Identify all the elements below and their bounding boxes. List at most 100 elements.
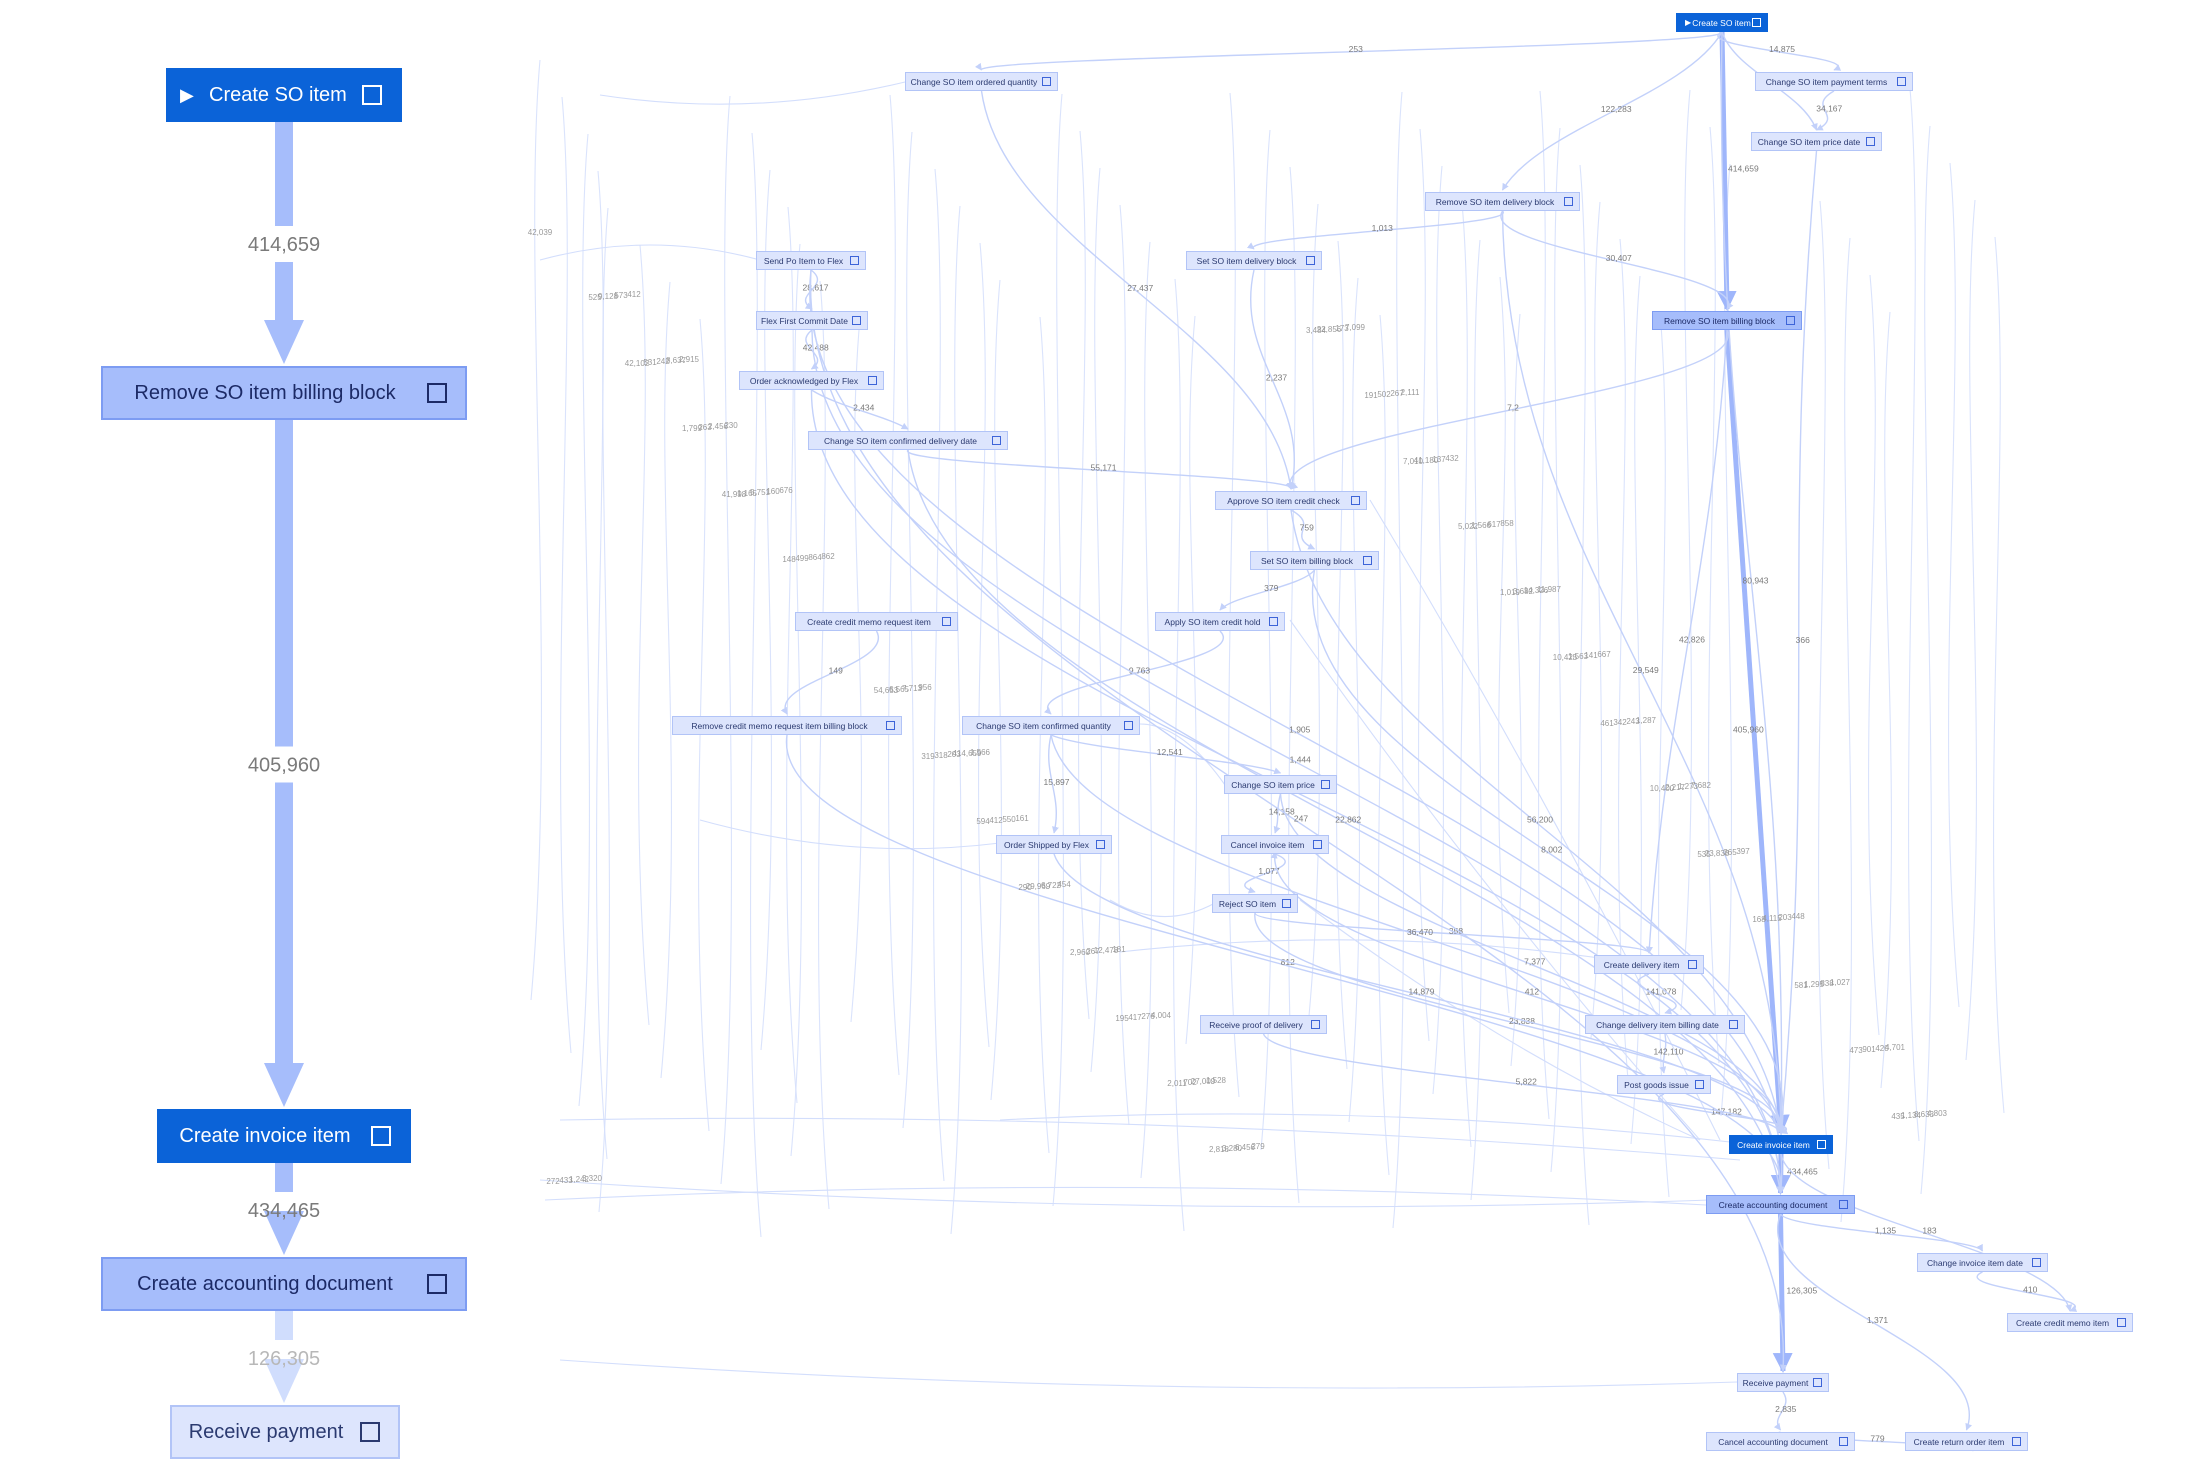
process-node-conf-date[interactable]: Change SO item confirmed delivery date xyxy=(808,431,1008,450)
process-edge: 1,135 xyxy=(1779,1213,1984,1252)
process-node-label: Remove SO item delivery block xyxy=(1435,196,1555,207)
select-checkbox-icon[interactable] xyxy=(1282,899,1291,908)
select-checkbox-icon[interactable] xyxy=(1311,1020,1320,1029)
process-edge: 1,905 xyxy=(809,269,1785,1194)
process-edge-count: 2,434 xyxy=(853,403,875,413)
select-checkbox-icon[interactable] xyxy=(1042,77,1051,86)
process-edge-count: 183 xyxy=(1922,1226,1936,1236)
process-node-credit-hold[interactable]: Apply SO item credit hold xyxy=(1155,612,1285,631)
process-node-create-delivery[interactable]: Create delivery item xyxy=(1594,955,1704,974)
select-checkbox-icon[interactable] xyxy=(852,316,861,325)
process-edge-count: 366 xyxy=(1796,635,1810,645)
left-flow-node-receive-payment[interactable]: Receive payment xyxy=(170,1405,400,1459)
process-node-return-order[interactable]: Create return order item xyxy=(1905,1432,2028,1451)
process-node-remove-memo[interactable]: Remove credit memo request item billing … xyxy=(672,716,902,735)
select-checkbox-icon[interactable] xyxy=(1786,316,1795,325)
process-node-cancel-invoice[interactable]: Cancel invoice item xyxy=(1221,835,1329,854)
select-checkbox-icon[interactable] xyxy=(1839,1200,1848,1209)
process-node-reject[interactable]: Reject SO item xyxy=(1212,894,1298,913)
edge-count-label: 5,751 xyxy=(750,488,771,497)
edge-count-label: 191 xyxy=(1364,391,1378,400)
process-node-receive-payment[interactable]: Receive payment xyxy=(1737,1373,1829,1392)
process-edge: 14,875 xyxy=(1717,31,1842,71)
process-node-change-price[interactable]: Change SO item price xyxy=(1224,775,1337,794)
process-node-credit-memo[interactable]: Create credit memo item xyxy=(2007,1313,2133,1332)
select-checkbox-icon[interactable] xyxy=(1564,197,1573,206)
select-checkbox-icon[interactable] xyxy=(362,85,382,105)
process-node-create-invoice[interactable]: Create invoice item xyxy=(1729,1135,1833,1154)
process-node-create-accounting[interactable]: Create accounting document xyxy=(1706,1195,1855,1214)
left-flow-node-create-accounting[interactable]: Create accounting document xyxy=(101,1257,467,1311)
process-node-create-so[interactable]: ▶Create SO item xyxy=(1676,13,1768,32)
select-checkbox-icon[interactable] xyxy=(1321,780,1330,789)
process-node-change-invoice-date[interactable]: Change invoice item date xyxy=(1917,1253,2048,1272)
process-node-cancel-accounting[interactable]: Cancel accounting document xyxy=(1706,1432,1855,1451)
select-checkbox-icon[interactable] xyxy=(1839,1437,1848,1446)
edge-count-label: 417 xyxy=(1128,1013,1142,1022)
select-checkbox-icon[interactable] xyxy=(1096,840,1105,849)
select-checkbox-icon[interactable] xyxy=(2012,1437,2021,1446)
left-flow-node-remove-billing[interactable]: Remove SO item billing block xyxy=(101,366,467,420)
edge-count-label: 1,242 xyxy=(569,1175,590,1184)
process-node-price-date[interactable]: Change SO item price date xyxy=(1751,132,1882,151)
process-node-remove-delivery[interactable]: Remove SO item delivery block xyxy=(1425,192,1580,211)
process-edge-count: 1,013 xyxy=(1372,223,1394,233)
select-checkbox-icon[interactable] xyxy=(1729,1020,1738,1029)
process-node-remove-billing[interactable]: Remove SO item billing block xyxy=(1652,311,1802,330)
select-checkbox-icon[interactable] xyxy=(427,1274,447,1294)
process-node-conf-qty[interactable]: Change SO item confirmed quantity xyxy=(962,716,1140,735)
select-checkbox-icon[interactable] xyxy=(360,1422,380,1442)
left-flow-node-create-so[interactable]: ▶Create SO item xyxy=(166,68,402,122)
process-node-pay-terms[interactable]: Change SO item payment terms xyxy=(1755,72,1913,91)
process-node-label: Cancel invoice item xyxy=(1230,839,1305,850)
select-checkbox-icon[interactable] xyxy=(371,1126,391,1146)
edge-count-label: 7,682 xyxy=(1691,781,1712,790)
select-checkbox-icon[interactable] xyxy=(1813,1378,1822,1387)
select-checkbox-icon[interactable] xyxy=(886,721,895,730)
select-checkbox-icon[interactable] xyxy=(1269,617,1278,626)
edge-count-label: 6,565 xyxy=(889,685,910,694)
process-node-set-delivery[interactable]: Set SO item delivery block xyxy=(1186,251,1322,270)
process-node-post-goods[interactable]: Post goods issue xyxy=(1617,1075,1711,1094)
process-node-shipped[interactable]: Order Shipped by Flex xyxy=(996,835,1112,854)
process-node-set-billing[interactable]: Set SO item billing block xyxy=(1250,551,1379,570)
process-node-send-po[interactable]: Send Po Item to Flex xyxy=(756,251,866,270)
select-checkbox-icon[interactable] xyxy=(1124,721,1133,730)
left-flow-edge: 126,305 xyxy=(248,1311,320,1403)
select-checkbox-icon[interactable] xyxy=(850,256,859,265)
select-checkbox-icon[interactable] xyxy=(992,436,1001,445)
select-checkbox-icon[interactable] xyxy=(427,383,447,403)
select-checkbox-icon[interactable] xyxy=(1695,1080,1704,1089)
process-node-proof[interactable]: Receive proof of delivery xyxy=(1200,1015,1327,1034)
edge-count-label: 838 xyxy=(1820,979,1834,988)
edge-count-label: 230 xyxy=(724,421,738,430)
select-checkbox-icon[interactable] xyxy=(1313,840,1322,849)
process-node-change-billing-date[interactable]: Change delivery item billing date xyxy=(1585,1015,1745,1034)
select-checkbox-icon[interactable] xyxy=(1688,960,1697,969)
select-checkbox-icon[interactable] xyxy=(1351,496,1360,505)
process-node-change-qty[interactable]: Change SO item ordered quantity xyxy=(905,72,1058,91)
select-checkbox-icon[interactable] xyxy=(1897,77,1906,86)
select-checkbox-icon[interactable] xyxy=(1752,18,1761,27)
edge-count-label: 161 xyxy=(1015,814,1029,823)
process-edge-count: 42,826 xyxy=(1679,635,1705,645)
edge-count-label: 42,039 xyxy=(528,228,553,237)
process-node-order-ack[interactable]: Order acknowledged by Flex xyxy=(739,371,884,390)
process-node-approve-credit[interactable]: Approve SO item credit check xyxy=(1215,491,1367,510)
select-checkbox-icon[interactable] xyxy=(1866,137,1875,146)
select-checkbox-icon[interactable] xyxy=(2117,1318,2126,1327)
process-edge-count: 147,182 xyxy=(1711,1107,1742,1117)
process-edge: 410 xyxy=(1976,1271,2078,1312)
select-checkbox-icon[interactable] xyxy=(1306,256,1315,265)
process-node-credit-memo-req[interactable]: Create credit memo request item xyxy=(795,612,958,631)
select-checkbox-icon[interactable] xyxy=(2032,1258,2041,1267)
select-checkbox-icon[interactable] xyxy=(1817,1140,1826,1149)
process-node-label: Change invoice item date xyxy=(1927,1257,2023,1268)
edge-count-label: 319 xyxy=(921,752,935,761)
edge-count-label: 41,998 xyxy=(722,490,747,499)
left-flow-node-create-invoice[interactable]: Create invoice item xyxy=(157,1109,411,1163)
select-checkbox-icon[interactable] xyxy=(868,376,877,385)
process-node-flex-commit[interactable]: Flex First Commit Date xyxy=(756,311,868,330)
select-checkbox-icon[interactable] xyxy=(1363,556,1372,565)
select-checkbox-icon[interactable] xyxy=(942,617,951,626)
